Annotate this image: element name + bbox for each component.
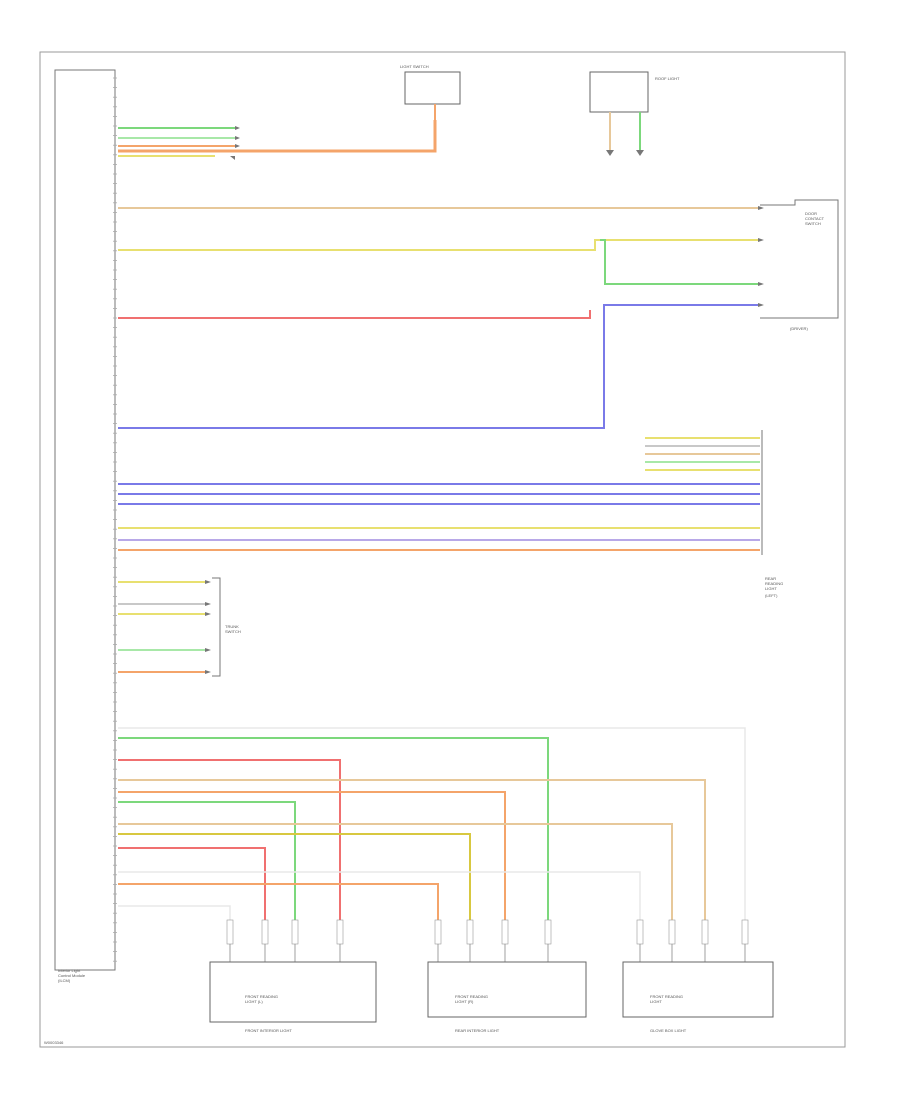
top-wires (118, 120, 437, 160)
svg-text:DOOR CONTACT SWITC: DOOR CONTACT SWITCH (805, 211, 825, 226)
pin-stub (636, 919, 644, 945)
bottom-wires (118, 727, 746, 920)
roof-light-label: ROOF LIGHT (655, 76, 680, 81)
door-contact-switch: DOOR CONTACT SWITCH (DRIVER) (758, 199, 839, 331)
bottom-right-sub: GLOVE BOX LIGHT (650, 1028, 687, 1033)
upper-middle-wires (118, 207, 760, 429)
pin-stub (261, 919, 269, 945)
module-pin-labels (113, 77, 117, 962)
diagram-frame (39, 51, 846, 1048)
control-module-outline (54, 69, 116, 971)
roof-light-component: ROOF LIGHT (589, 71, 680, 156)
bottom-middle-sub: REAR INTERIOR LIGHT (455, 1028, 500, 1033)
bottom-component-middle: FRONT READING LIGHT (R) REAR INTERIOR LI… (427, 961, 587, 1033)
diagram-id: W0003346 (44, 1040, 64, 1045)
pin-stub (544, 919, 552, 945)
pin-stub (291, 919, 299, 945)
door-contact-sub: (DRIVER) (790, 326, 808, 331)
svg-text:REAR READING LIGHT: REAR READING LIGHT (765, 576, 784, 591)
svg-text:FRONT READING LIGHT (L): FRONT READING LIGHT (L) (245, 994, 279, 1004)
module-label: Interior Light Control Module (ILCM) (58, 968, 86, 983)
svg-text:FRONT READING LIGHT: FRONT READING LIGHT (650, 994, 684, 1004)
bottom-left-sub: FRONT INTERIOR LIGHT (245, 1028, 292, 1033)
pin-stub (336, 919, 344, 945)
rear-light-sub: (LEFT) (765, 593, 778, 598)
svg-text:FRONT READING LIGHT (R): FRONT READING LIGHT (R) (455, 994, 489, 1004)
pin-stub (226, 919, 234, 945)
bus-wires (118, 430, 763, 555)
light-switch-label: LIGHT SWITCH (400, 64, 429, 69)
pin-stub (466, 919, 474, 945)
svg-text:TRUNK SWITCH: TRUNK SWITCH (225, 624, 241, 634)
pin-stub (668, 919, 676, 945)
rear-reading-light: REAR READING LIGHT (LEFT) (765, 576, 784, 598)
light-switch-component: LIGHT SWITCH (400, 64, 461, 120)
pin-stub (434, 919, 442, 945)
bottom-component-left: FRONT READING LIGHT (L) FRONT INTERIOR L… (209, 961, 377, 1033)
trunk-switch-wires: TRUNK SWITCH (118, 577, 241, 677)
pin-stub (501, 919, 509, 945)
bottom-pin-stubs (226, 919, 749, 962)
pin-stub (701, 919, 709, 945)
bottom-component-right: FRONT READING LIGHT GLOVE BOX LIGHT (622, 961, 774, 1033)
pin-stub (741, 919, 749, 945)
